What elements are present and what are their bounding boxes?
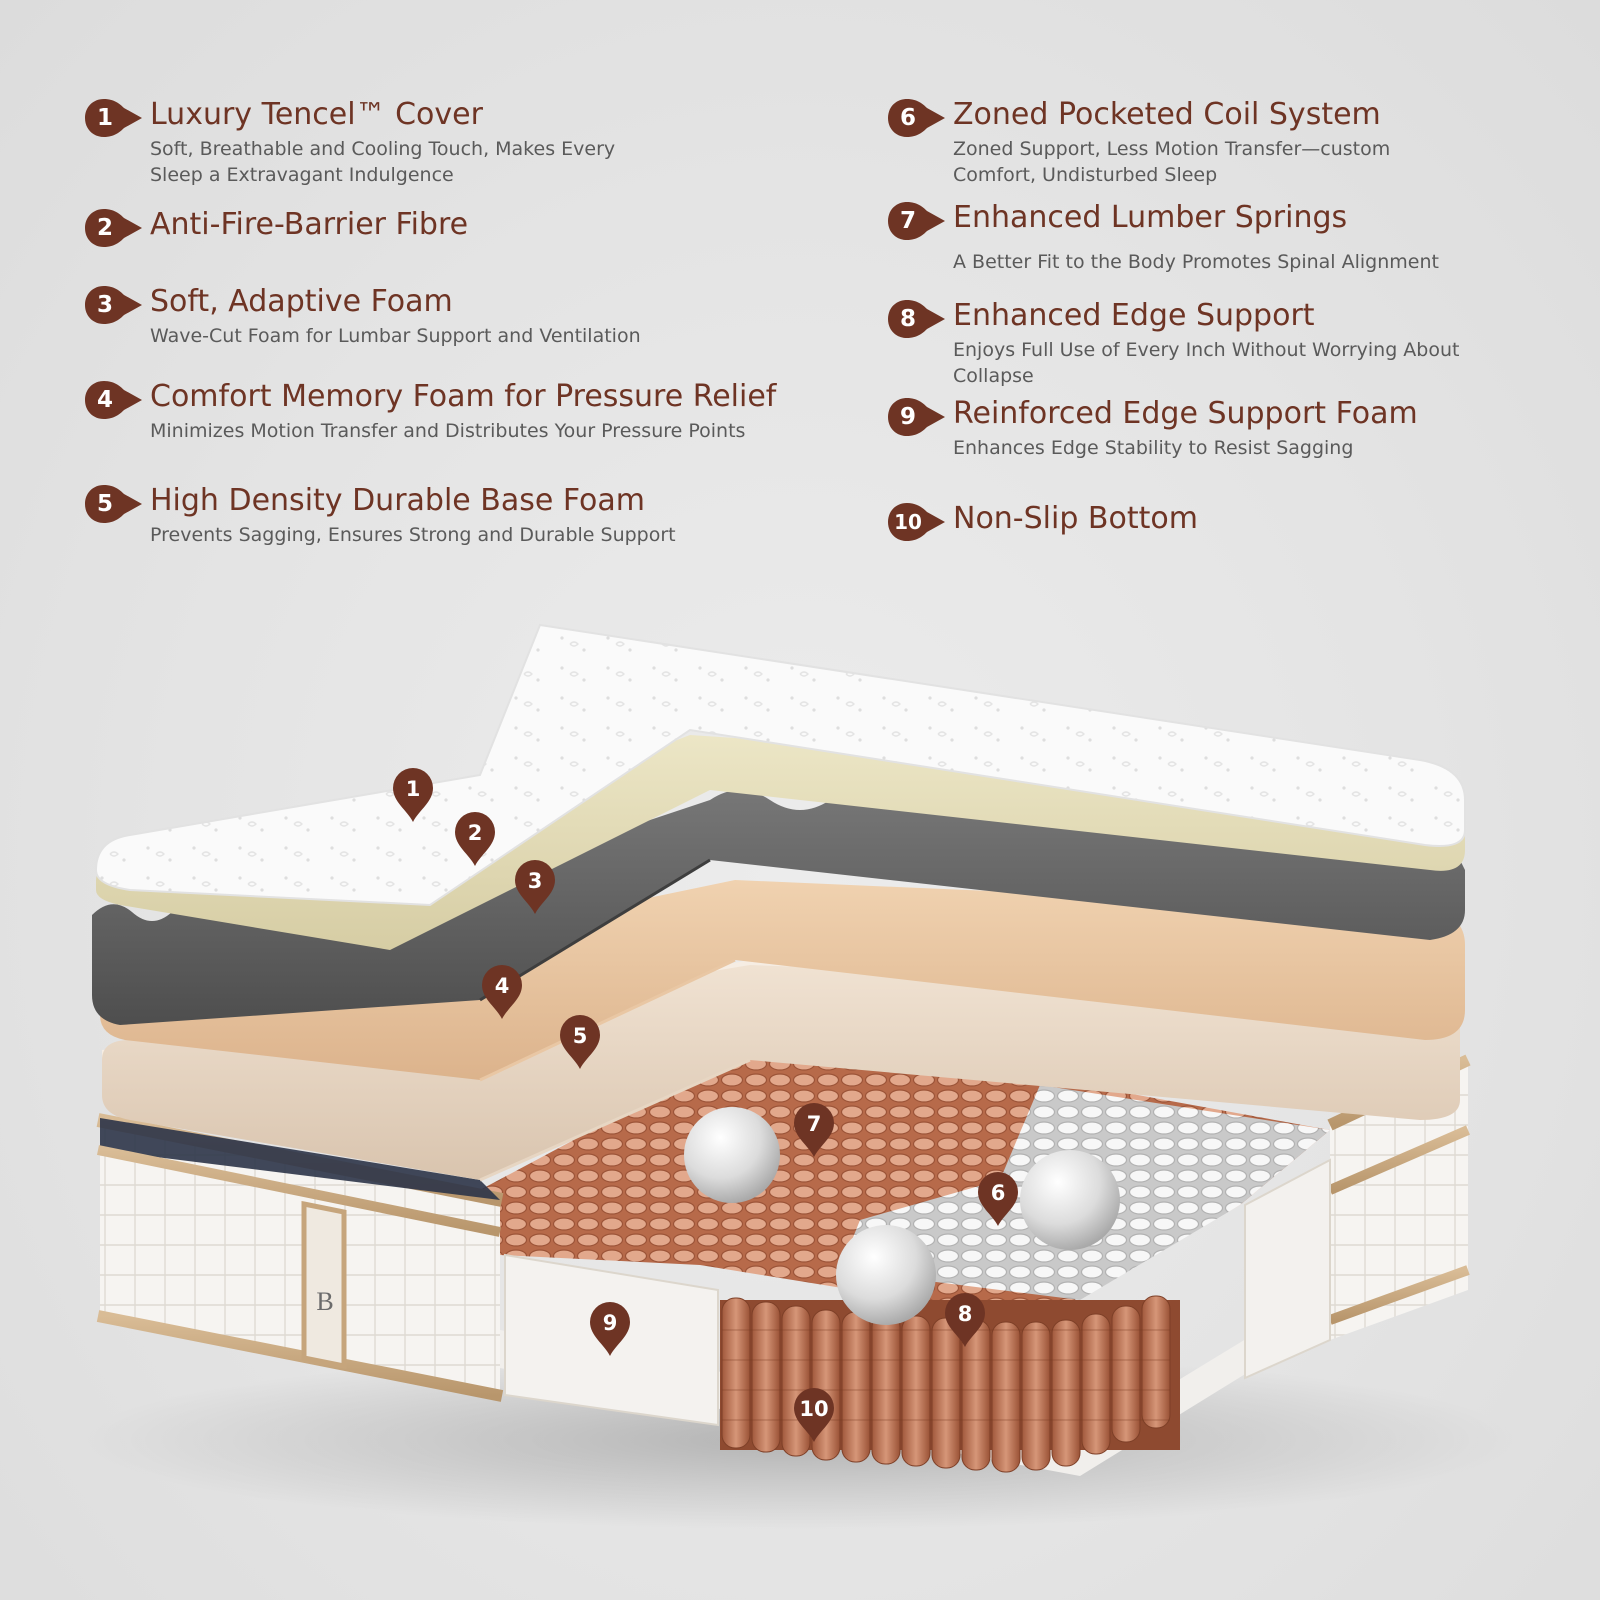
top-band xyxy=(100,1118,500,1200)
left-side-panel xyxy=(100,1120,500,1396)
feature-item-9: 9 Reinforced Edge Support Foam Enhances … xyxy=(888,395,1418,461)
feature-title: Reinforced Edge Support Foam xyxy=(953,396,1418,431)
number-badge-icon: 7 xyxy=(887,201,947,241)
svg-text:7: 7 xyxy=(807,1112,822,1136)
right-edge-foam xyxy=(1244,1158,1331,1380)
demo-balls xyxy=(684,1107,1120,1325)
svg-text:10: 10 xyxy=(799,1397,828,1421)
svg-text:6: 6 xyxy=(991,1181,1006,1205)
feature-number: 1 xyxy=(96,105,113,131)
feature-item-8: 8 Enhanced Edge Support Enjoys Full Use … xyxy=(888,297,1460,389)
feature-title: Non-Slip Bottom xyxy=(953,501,1198,536)
feature-title: Anti-Fire-Barrier Fibre xyxy=(150,207,469,242)
pin-6-icon: 6 xyxy=(978,1172,1018,1226)
feature-legend: 1 Luxury Tencel™ Cover Soft, Breathable … xyxy=(0,0,1600,600)
feature-number: 4 xyxy=(96,387,113,413)
layer-memory-foam xyxy=(100,880,1465,1082)
pin-1-icon: 1 xyxy=(393,768,433,822)
brand-mark: B xyxy=(316,1287,333,1316)
pin-8-icon: 8 xyxy=(945,1293,985,1347)
feature-item-10: 10 Non-Slip Bottom xyxy=(888,500,1198,541)
feature-title: Enhanced Edge Support xyxy=(953,298,1315,333)
mattress-base-unit: B xyxy=(96,1030,1471,1476)
number-badge-icon: 8 xyxy=(887,299,947,339)
number-badge-icon: 10 xyxy=(887,502,947,542)
svg-text:4: 4 xyxy=(495,974,510,998)
handle-strap xyxy=(301,1200,347,1370)
pin-9-icon: 9 xyxy=(590,1302,630,1356)
feature-item-4: 4 Comfort Memory Foam for Pressure Relie… xyxy=(85,378,777,444)
svg-text:5: 5 xyxy=(573,1024,588,1048)
feature-item-5: 5 High Density Durable Base Foam Prevent… xyxy=(85,482,676,548)
feature-description: Enhances Edge Stability to Resist Saggin… xyxy=(953,437,1354,459)
svg-text:1: 1 xyxy=(406,777,421,801)
feature-number: 2 xyxy=(96,215,113,241)
mattress-cutaway-illustration: B 1 xyxy=(80,623,1520,1530)
feature-description: A Better Fit to the Body Promotes Spinal… xyxy=(953,251,1439,273)
feature-number: 3 xyxy=(96,292,113,318)
svg-text:9: 9 xyxy=(603,1311,618,1335)
layer-cover xyxy=(94,623,1466,907)
feature-description: Wave-Cut Foam for Lumbar Support and Ven… xyxy=(150,325,641,347)
feature-number: 8 xyxy=(899,306,916,332)
feature-title: Comfort Memory Foam for Pressure Relief xyxy=(150,379,777,414)
number-badge-icon: 6 xyxy=(887,98,947,138)
number-badge-icon: 4 xyxy=(84,380,144,420)
feature-description: Prevents Sagging, Ensures Strong and Dur… xyxy=(150,524,676,546)
svg-text:3: 3 xyxy=(528,869,543,893)
pin-10-icon: 10 xyxy=(794,1388,834,1442)
layer-pins: 1 2 3 4 5 6 7 8 xyxy=(393,768,1018,1442)
feature-title: Soft, Adaptive Foam xyxy=(150,284,453,319)
feature-number: 9 xyxy=(899,404,916,430)
feature-title: High Density Durable Base Foam xyxy=(150,483,646,518)
pin-4-icon: 4 xyxy=(482,965,522,1019)
number-badge-icon: 5 xyxy=(84,484,144,524)
feature-number: 5 xyxy=(96,491,113,517)
feature-item-1: 1 Luxury Tencel™ Cover Soft, Breathable … xyxy=(85,96,616,188)
feature-number: 7 xyxy=(899,208,916,234)
feature-title: Enhanced Lumber Springs xyxy=(953,200,1348,235)
pin-2-icon: 2 xyxy=(455,812,495,866)
feature-title: Luxury Tencel™ Cover xyxy=(150,97,483,132)
number-badge-icon: 2 xyxy=(84,208,144,248)
number-badge-icon: 9 xyxy=(887,397,947,437)
feature-item-2: 2 Anti-Fire-Barrier Fibre xyxy=(85,206,469,247)
number-badge-icon: 3 xyxy=(84,285,144,325)
feature-number: 10 xyxy=(894,510,922,534)
feature-item-3: 3 Soft, Adaptive Foam Wave-Cut Foam for … xyxy=(85,283,641,349)
feature-item-6: 6 Zoned Pocketed Coil System Zoned Suppo… xyxy=(888,96,1391,188)
pin-3-icon: 3 xyxy=(515,860,555,914)
number-badge-icon: 1 xyxy=(84,98,144,138)
pin-7-icon: 7 xyxy=(794,1103,834,1157)
feature-title: Zoned Pocketed Coil System xyxy=(953,97,1381,132)
feature-description: Zoned Support, Less Motion Transfer—cust… xyxy=(953,138,1391,186)
feature-item-7: 7 Enhanced Lumber Springs A Better Fit t… xyxy=(888,199,1439,275)
feature-description: Enjoys Full Use of Every Inch Without Wo… xyxy=(953,339,1460,387)
feature-description: Minimizes Motion Transfer and Distribute… xyxy=(150,420,746,442)
svg-text:8: 8 xyxy=(958,1302,973,1326)
svg-text:2: 2 xyxy=(468,821,483,845)
pin-5-icon: 5 xyxy=(560,1015,600,1069)
feature-number: 6 xyxy=(899,105,916,131)
feature-description: Soft, Breathable and Cooling Touch, Make… xyxy=(150,138,616,186)
right-side-panel xyxy=(1330,1060,1468,1340)
